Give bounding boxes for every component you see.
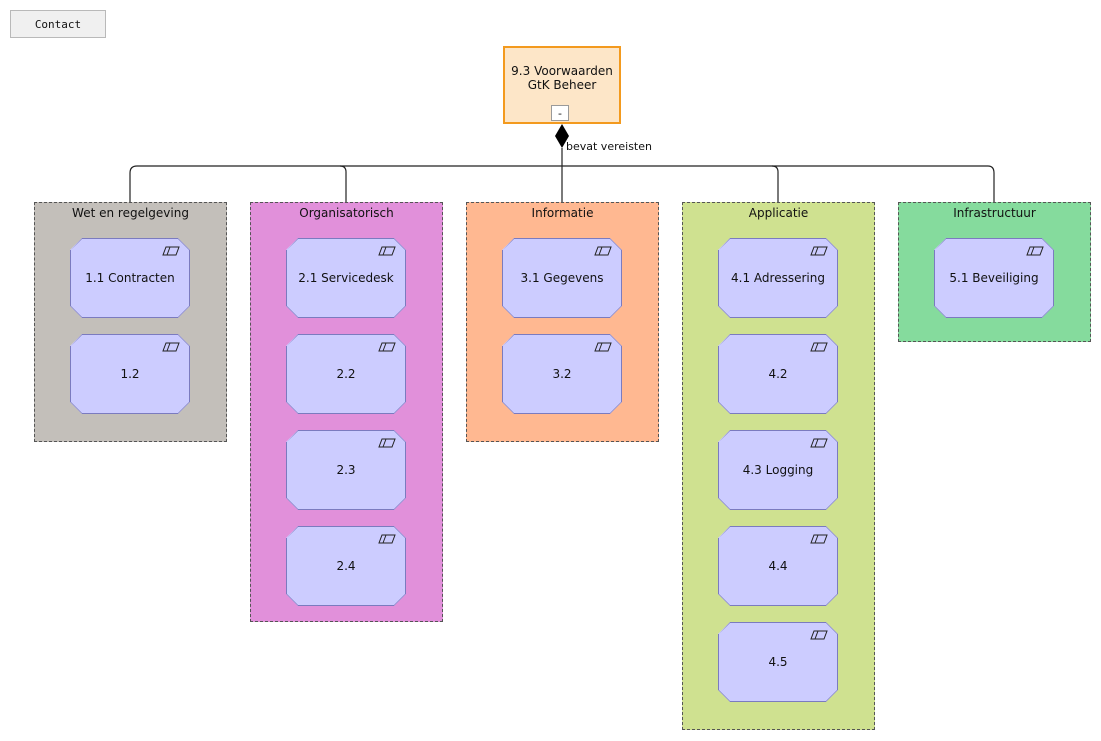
group-title: Informatie: [531, 206, 594, 220]
requirement-label: 3.1 Gegevens: [520, 271, 604, 285]
relation-label: bevat vereisten: [566, 140, 652, 153]
group-title: Infrastructuur: [953, 206, 1036, 220]
contact-button[interactable]: Contact: [10, 10, 106, 38]
requirement-card[interactable]: 2.3: [286, 430, 406, 510]
requirement-label: 4.1 Adressering: [731, 271, 825, 285]
requirement-icon: [810, 630, 828, 640]
requirement-icon: [810, 438, 828, 448]
requirement-icon: [810, 342, 828, 352]
group-applicatie[interactable]: Applicatie 4.1 Adressering 4.2 4.3 Logging…: [682, 202, 875, 730]
requirement-card[interactable]: 4.2: [718, 334, 838, 414]
requirement-icon: [162, 342, 180, 352]
requirement-icon: [810, 534, 828, 544]
requirement-label: 2.3: [336, 463, 356, 477]
group-title: Organisatorisch: [299, 206, 394, 220]
requirement-icon: [378, 438, 396, 448]
connector-branch-4: [771, 165, 779, 203]
requirement-card[interactable]: 4.3 Logging: [718, 430, 838, 510]
requirement-icon: [594, 342, 612, 352]
requirement-icon: [1026, 246, 1044, 256]
requirement-label: 5.1 Beveiliging: [949, 271, 1039, 285]
connector-branch-1: [129, 165, 138, 203]
group-informatie[interactable]: Informatie 3.1 Gegevens 3.2: [466, 202, 659, 442]
requirement-label: 4.3 Logging: [742, 463, 814, 477]
group-organisatorisch[interactable]: Organisatorisch 2.1 Servicedesk 2.2 2.3 2.4: [250, 202, 443, 622]
requirement-label: 4.5: [768, 655, 788, 669]
requirement-label: 3.2: [552, 367, 572, 381]
requirement-card[interactable]: 4.5: [718, 622, 838, 702]
requirement-card[interactable]: 1.1 Contracten: [70, 238, 190, 318]
group-infrastructuur[interactable]: Infrastructuur 5.1 Beveiliging: [898, 202, 1091, 342]
requirement-card[interactable]: 2.2: [286, 334, 406, 414]
group-title: Wet en regelgeving: [72, 206, 189, 220]
requirement-card[interactable]: 2.1 Servicedesk: [286, 238, 406, 318]
requirement-label: 2.4: [336, 559, 356, 573]
requirement-label: 4.4: [768, 559, 788, 573]
requirement-label: 1.1 Contracten: [85, 271, 175, 285]
requirement-card[interactable]: 5.1 Beveiliging: [934, 238, 1054, 318]
group-title: Applicatie: [748, 206, 809, 220]
requirement-card[interactable]: 1.2: [70, 334, 190, 414]
requirement-card[interactable]: 4.4: [718, 526, 838, 606]
requirement-label: 2.2: [336, 367, 356, 381]
requirement-icon: [594, 246, 612, 256]
requirement-icon: [810, 246, 828, 256]
group-wet-en-regelgeving[interactable]: Wet en regelgeving 1.1 Contracten 1.2: [34, 202, 227, 442]
requirement-card[interactable]: 3.2: [502, 334, 622, 414]
connector-branch-5: [987, 165, 995, 203]
requirement-label: 1.2: [120, 367, 140, 381]
connector-branch-2: [339, 165, 347, 203]
requirement-card[interactable]: 4.1 Adressering: [718, 238, 838, 318]
requirement-icon: [378, 342, 396, 352]
requirement-label: 2.1 Servicedesk: [298, 271, 394, 285]
requirement-card[interactable]: 3.1 Gegevens: [502, 238, 622, 318]
collapse-button[interactable]: -: [551, 105, 569, 121]
requirement-icon: [162, 246, 180, 256]
requirement-icon: [378, 246, 396, 256]
requirement-label: 4.2: [768, 367, 788, 381]
composition-diamond-icon: [555, 124, 569, 148]
requirement-icon: [378, 534, 396, 544]
requirement-card[interactable]: 2.4: [286, 526, 406, 606]
